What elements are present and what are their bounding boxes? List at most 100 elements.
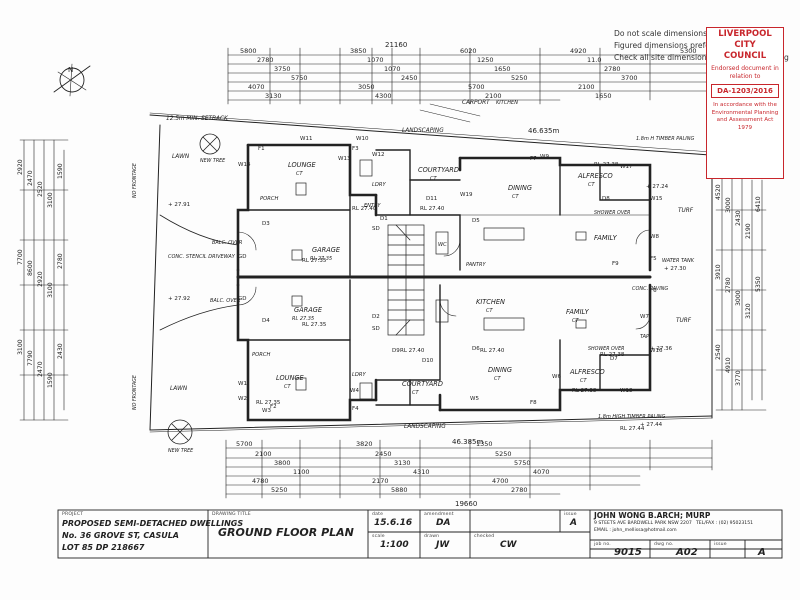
overall-dim-bottom: 19660 [455,500,477,508]
dimension-label: 3750 [274,65,291,73]
room-lounge-bottom: LOUNGE [276,374,305,382]
label-no-frontage-bottom: NO FRONTAGE [132,374,138,410]
room-ldry-top: LDRY [372,182,386,188]
dimension-label: 5800 [240,47,257,55]
dimension-label: 3100 [47,282,54,298]
wall-tag: D3 [262,221,270,227]
dimension-label: 2190 [745,223,752,239]
architect-telfax: TEL/FAX : (02) 95023151 [696,521,754,526]
dwg-value: A02 [676,547,698,558]
label-lawn-bottom: LAWN [170,386,188,392]
dimension-label: 2450 [401,74,418,82]
dimension-label: 1100 [293,468,310,476]
dimension-label: 3000 [725,197,732,213]
room-ldry-bottom: LDRY [352,372,366,378]
room-family-bottom-floor: CT [572,318,579,324]
room-courtyard-bottom: COURTYARD [402,380,443,388]
dimension-label: 8600 [27,260,34,276]
label-tap: TAP [640,334,649,340]
wall-tag: W17 [620,164,633,170]
wall-tag: F5 [650,256,657,262]
room-lounge-top: LOUNGE [288,161,317,169]
dimension-label: 2430 [735,210,742,226]
label-turf-bottom: TURF [676,318,692,324]
dimension-label: 1070 [384,65,401,73]
dimension-label: 4070 [533,468,550,476]
wall-tag: D2 [372,314,380,320]
dimension-label: 2470 [27,170,34,186]
wall-tag: F6 [650,288,657,294]
room-dining-top: DINING [508,184,532,192]
wall-tag: D5 [472,218,480,224]
door-swings [237,229,651,330]
stamp-title-line2: CITY [734,40,756,50]
wall-tag: W3 [262,408,271,414]
wall-tag: F9 [612,261,619,267]
wall-tag: W8 [650,234,659,240]
stamp-title-line1: LIVERPOOL [718,29,772,39]
wall-tag: D8 [602,196,610,202]
wall-tag: SD [372,226,380,232]
dimension-label: 2520 [37,181,44,197]
drawing-title: GROUND FLOOR PLAN [218,526,354,539]
dimension-label: 5750 [514,459,531,467]
wall-tag: W6 [552,374,561,380]
fixtures [291,159,587,400]
label-carport: CARPORT [462,100,490,106]
checked-label: checked [474,534,495,539]
architect-name: JOHN WONG B.ARCH; MURP [594,511,711,520]
date-label: date [372,512,384,517]
dimension-label: 1650 [595,92,612,100]
issue2-value: A [758,547,766,558]
wall-tag: F2 [270,404,277,410]
wall-tag: SD [372,326,380,332]
dimension-label: 5700 [236,440,253,448]
room-dining-top-floor: CT [512,194,519,200]
overall-dim-top: 21160 [385,41,407,49]
staircase [387,224,425,336]
wall-tag: W10 [356,136,369,142]
date-value: 15.6.16 [374,518,413,528]
job-label: job no. [594,542,611,547]
rl-level: RL 27.40 [400,348,425,354]
issue-label: issue [564,512,577,517]
dimension-label: 1650 [494,65,511,73]
dimension-label: 3850 [350,47,367,55]
wall-tag: W12 [372,152,384,158]
dimension-label: 4520 [715,184,722,200]
room-alfresco-bottom-floor: CT [580,378,587,384]
top-dimension-labels: 5800278037505750407031303850107010702450… [240,47,697,100]
amendment-label: amendment [424,512,454,517]
scale-value: 1:100 [380,540,409,550]
dimension-label: 3000 [735,290,742,306]
dimension-label: 3120 [745,303,752,319]
wall-tag: F4 [352,406,359,412]
wall-tag: W7 [640,314,649,320]
label-turf-top: TURF [678,208,694,214]
wall-tag: W18 [620,388,633,394]
rl-level: RL 27.35 [256,400,281,406]
right-dimension-lines [715,169,767,411]
drawn-value: JW [436,540,450,550]
carport-hatch [419,103,481,123]
dimension-label: 5750 [291,74,308,82]
dimension-label: 5350 [755,276,762,292]
room-wc: WC [438,242,447,248]
wall-tag: W2 [238,396,247,402]
bottom-dimension-lines [225,439,713,499]
amendment-value: DA [436,518,451,528]
room-kitchen-floor: CT [486,308,493,314]
dimension-label: 2100 [255,450,272,458]
dimension-label: 2100 [485,92,502,100]
dimension-label: 6410 [755,196,762,212]
wall-tag-labels: W14W11W13W12W8W7W6W5W4W3W2W1W9W10W15W16W… [238,136,663,414]
wall-tag: D4 [262,318,270,324]
dimension-label: 11.0 [587,56,601,64]
dimension-label: 3820 [356,440,373,448]
label-landscaping-top: LANDSCAPING [402,128,444,134]
label-driveway: CONC. STENCIL DRIVEWAY [168,254,236,260]
bottom-dimension-labels: 5700210038001100478052503820245031304310… [236,440,550,494]
wall-tag: W13 [338,156,351,162]
spot-level: + 27.92 [168,296,190,302]
